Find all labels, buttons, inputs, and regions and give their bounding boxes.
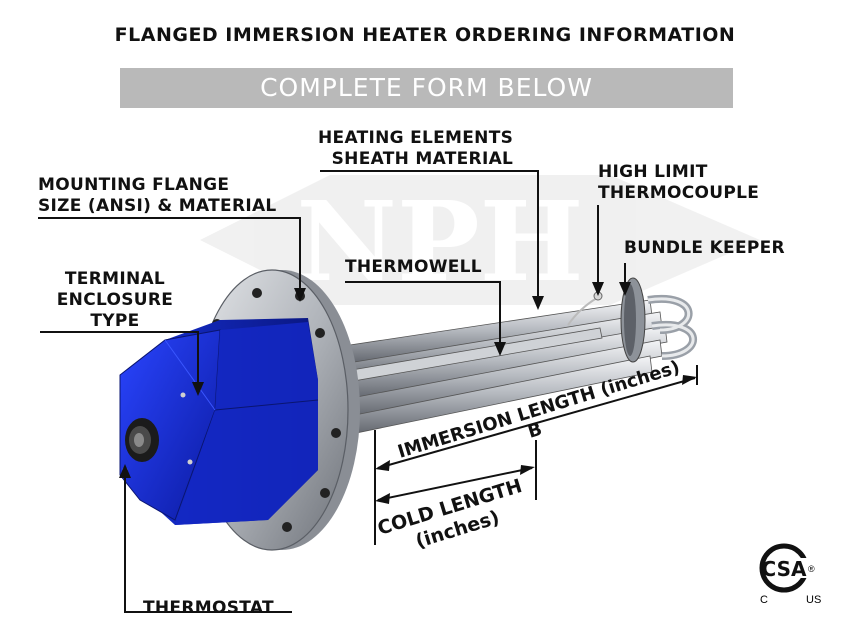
thermostat-knob	[125, 418, 159, 462]
nph-watermark: NPH	[200, 175, 760, 306]
leader-arrowheads	[119, 282, 631, 478]
registered-mark: ®	[808, 564, 815, 574]
thermostat-label: THERMOSTAT	[143, 598, 274, 618]
csa-certification-mark: CSA ® C US	[752, 542, 832, 612]
heating-element-rods	[329, 294, 697, 439]
csa-c-label: C	[760, 594, 768, 606]
high-limit-thermocouple-label: HIGH LIMIT THERMOCOUPLE	[598, 162, 760, 203]
csa-logo-icon: CSA	[759, 543, 812, 593]
page-title: FLANGED IMMERSION HEATER ORDERING INFORM…	[114, 24, 736, 46]
thermowell-label: THERMOWELL	[345, 257, 482, 277]
complete-form-banner: COMPLETE FORM BELOW	[120, 68, 733, 108]
mounting-flange-label: MOUNTING FLANGE SIZE (ANSI) & MATERIAL	[38, 175, 277, 216]
csa-us-label: US	[806, 594, 822, 606]
dimension-lines	[374, 365, 698, 545]
immersion-length-letter: B	[525, 419, 544, 443]
heating-elements-label: HEATING ELEMENTS SHEATH MATERIAL	[318, 128, 514, 169]
bundle-keeper	[620, 277, 646, 363]
terminal-enclosure-label: TERMINAL ENCLOSURE TYPE	[56, 269, 174, 331]
terminal-enclosure	[119, 318, 319, 525]
svg-text:CSA: CSA	[762, 557, 807, 581]
bundle-keeper-label: BUNDLE KEEPER	[624, 238, 785, 258]
leader-lines	[38, 170, 626, 613]
thermocouple-wire	[567, 297, 598, 326]
dimension-arrowheads	[375, 375, 697, 504]
svg-text:NPH: NPH	[296, 177, 583, 306]
